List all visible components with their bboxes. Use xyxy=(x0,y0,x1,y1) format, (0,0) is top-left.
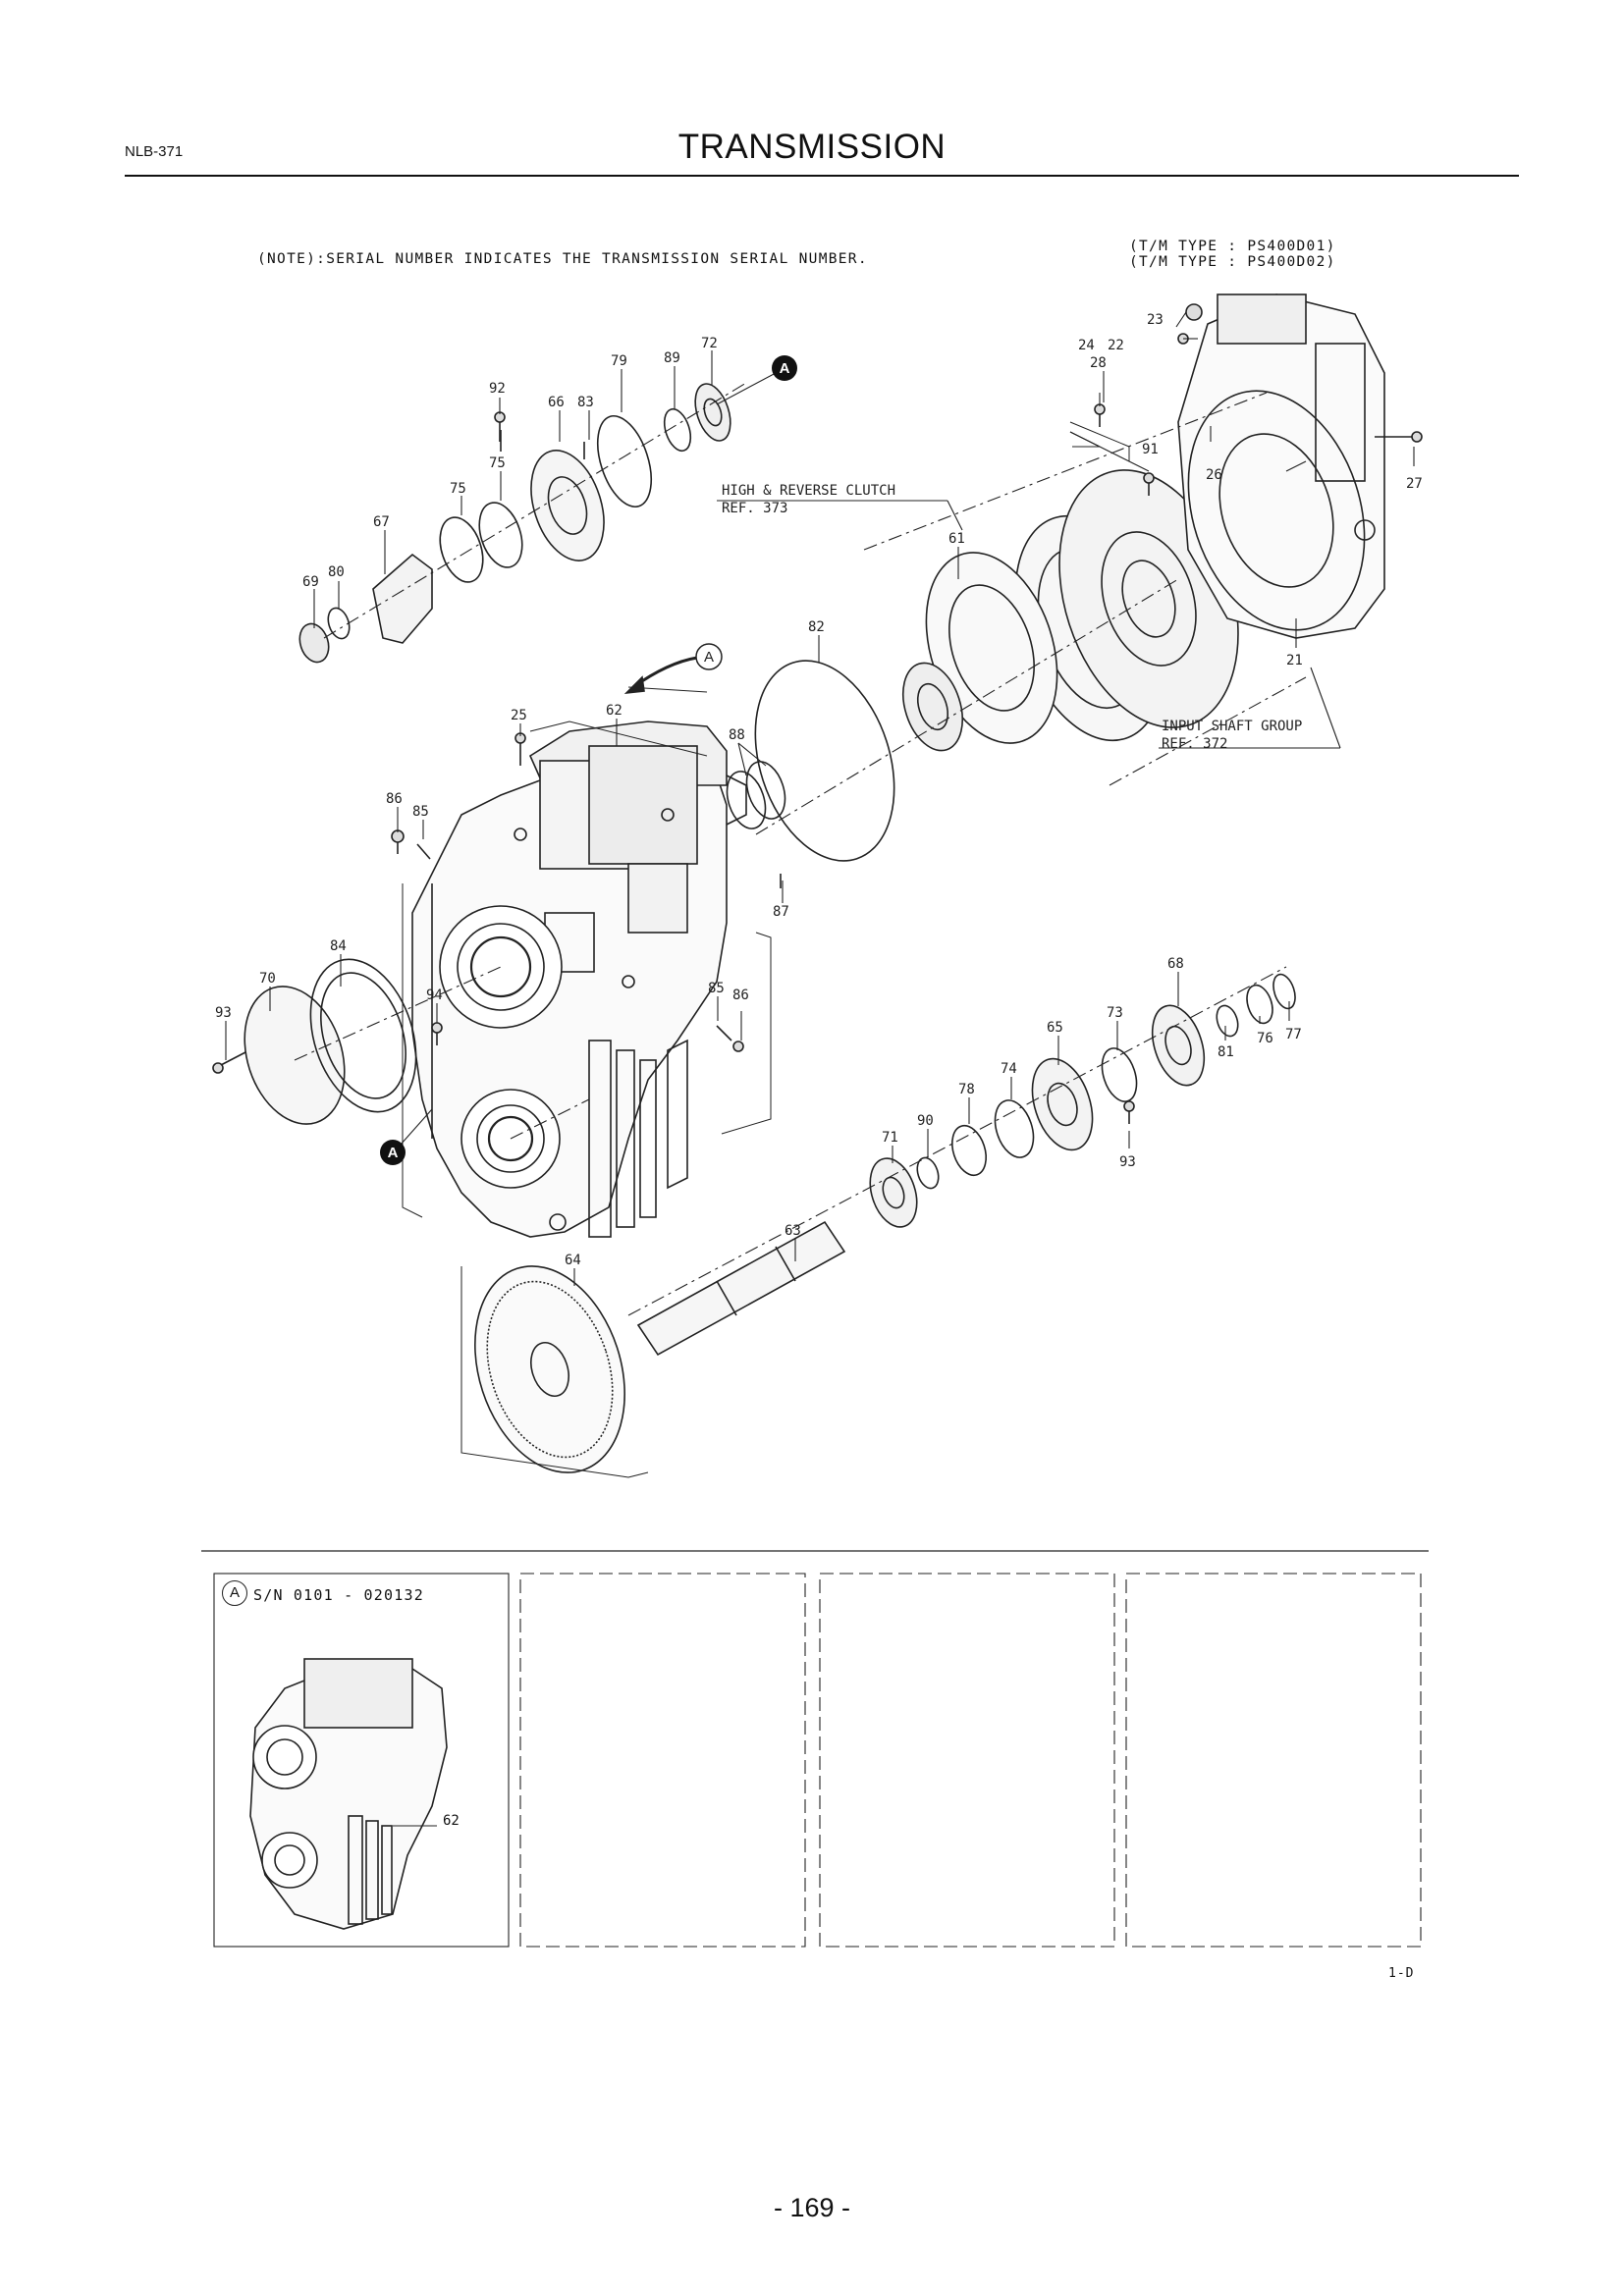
clutch-assembly xyxy=(902,469,1239,752)
sheet-code: 1-D xyxy=(1388,1966,1415,1981)
page-number: - 169 - xyxy=(773,2193,851,2222)
callout-86-a: 86 xyxy=(386,791,403,807)
inset-frame-empty-1 xyxy=(519,1573,806,1948)
svg-text:A: A xyxy=(704,649,714,666)
clutch-ref-label: HIGH & REVERSE CLUTCH xyxy=(722,483,895,499)
output-flange-group xyxy=(298,383,731,664)
bracket-lines xyxy=(402,421,1130,1478)
serial-note: (NOTE):SERIAL NUMBER INDICATES THE TRANS… xyxy=(257,251,868,267)
callout-88: 88 xyxy=(729,727,745,743)
svg-text:A: A xyxy=(388,1145,399,1161)
callout-26: 26 xyxy=(1206,467,1222,483)
callout-85-b: 85 xyxy=(708,981,725,996)
input-shaft-housing xyxy=(1177,294,1385,639)
callout-76: 76 xyxy=(1257,1031,1273,1046)
gear-box-housing xyxy=(411,721,747,1238)
inset-frame-a xyxy=(213,1573,510,1948)
callout-94: 94 xyxy=(426,988,443,1003)
page-title: TRANSMISSION xyxy=(677,128,947,166)
input-shaft-ref-number: REF. 372 xyxy=(1162,736,1227,752)
callout-25: 25 xyxy=(511,708,527,723)
callout-75-a: 75 xyxy=(489,455,506,471)
tm-type-2: (T/M TYPE : PS400D02) xyxy=(1129,254,1336,270)
marker-a-open: A xyxy=(695,643,723,670)
bolts xyxy=(212,303,1423,1124)
callout-73: 73 xyxy=(1107,1005,1123,1021)
callout-90: 90 xyxy=(917,1113,934,1129)
callout-28: 28 xyxy=(1090,355,1107,371)
callout-85-a: 85 xyxy=(412,804,429,820)
page-code: NLB-371 xyxy=(125,143,184,160)
callout-74: 74 xyxy=(1001,1061,1017,1077)
callout-93-a: 93 xyxy=(215,1005,232,1021)
inset-callout-62: 62 xyxy=(443,1813,460,1829)
callout-92: 92 xyxy=(489,381,506,397)
callout-83: 83 xyxy=(577,395,594,410)
callout-68: 68 xyxy=(1167,956,1184,972)
callout-65: 65 xyxy=(1047,1020,1063,1036)
callout-71: 71 xyxy=(882,1130,898,1146)
callout-75-b: 75 xyxy=(450,481,466,497)
inset-housing-drawing xyxy=(249,1658,448,1930)
ref-labels: HIGH & REVERSE CLUTCH REF. 373 INPUT SHA… xyxy=(722,483,1302,752)
callout-77: 77 xyxy=(1285,1027,1302,1042)
arrow-to-a xyxy=(623,656,698,695)
callout-22: 22 xyxy=(1108,338,1124,353)
callout-86-b: 86 xyxy=(732,988,749,1003)
callout-66: 66 xyxy=(548,395,565,410)
leader-lines xyxy=(225,311,1415,1286)
marker-a-filled-side: A xyxy=(380,1140,406,1165)
callout-27: 27 xyxy=(1406,476,1423,492)
output-shaft-group xyxy=(474,973,1296,1473)
input-shaft-ref-label: INPUT SHAFT GROUP xyxy=(1162,719,1302,734)
callout-labels: 92 66 83 79 89 72 75 75 67 80 69 61 82 8… xyxy=(215,312,1423,1268)
callout-23: 23 xyxy=(1147,312,1164,328)
cover-and-seals xyxy=(244,660,895,1125)
callout-87: 87 xyxy=(773,904,789,920)
callout-67: 67 xyxy=(373,514,390,530)
callout-93-b: 93 xyxy=(1119,1154,1136,1170)
inset-serial-range: S/N 0101 - 020132 xyxy=(253,1586,424,1604)
callout-63: 63 xyxy=(785,1223,801,1239)
callout-91: 91 xyxy=(1142,442,1159,457)
callout-72: 72 xyxy=(701,336,718,351)
callout-61: 61 xyxy=(948,531,965,547)
callout-84: 84 xyxy=(330,938,347,954)
svg-text:A: A xyxy=(780,360,790,377)
callout-80: 80 xyxy=(328,564,345,580)
callout-70: 70 xyxy=(259,971,276,987)
callout-24: 24 xyxy=(1078,338,1095,353)
callout-21: 21 xyxy=(1286,653,1303,668)
clutch-ref-number: REF. 373 xyxy=(722,501,787,516)
inset-frame-empty-2 xyxy=(819,1573,1115,1948)
callout-64: 64 xyxy=(565,1253,581,1268)
marker-a-filled-top: A xyxy=(772,355,797,381)
callout-82: 82 xyxy=(808,619,825,635)
callout-62: 62 xyxy=(606,703,623,719)
callout-69: 69 xyxy=(302,574,319,590)
tm-type-1: (T/M TYPE : PS400D01) xyxy=(1129,239,1336,254)
callout-89: 89 xyxy=(664,350,680,366)
title-rule xyxy=(125,175,1519,177)
callout-79: 79 xyxy=(611,353,627,369)
assembly-lines xyxy=(294,382,1307,1316)
callout-78: 78 xyxy=(958,1082,975,1097)
inset-frame-empty-3 xyxy=(1125,1573,1422,1948)
callout-81: 81 xyxy=(1218,1044,1234,1060)
inset-marker-a: A xyxy=(222,1580,247,1606)
